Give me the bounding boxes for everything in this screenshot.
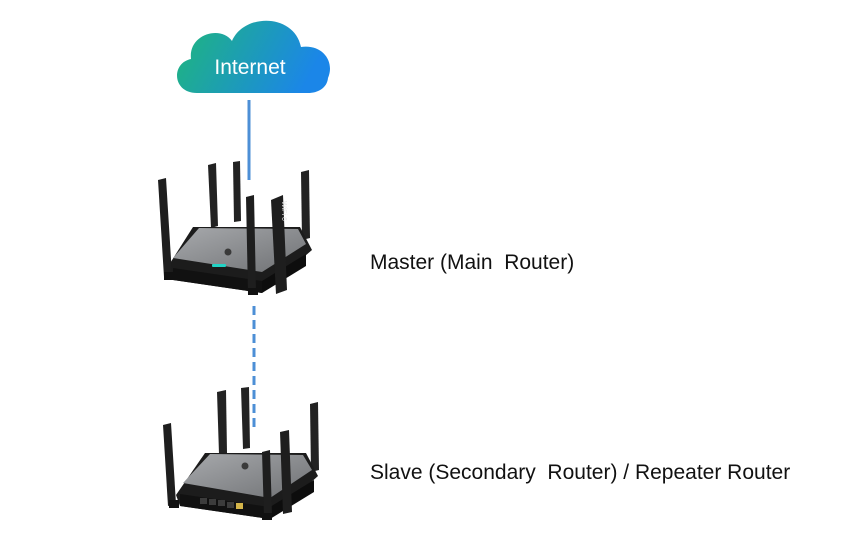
cloud-label: Internet <box>214 56 285 79</box>
wifi6-badge: WiFi 6 <box>280 201 287 221</box>
internet-cloud-icon: Internet <box>177 20 330 93</box>
slave-router-icon <box>163 387 319 520</box>
slave-router-label: Slave (Secondary Router) / Repeater Rout… <box>370 461 791 484</box>
master-router-icon: WiFi 6 <box>158 161 312 295</box>
master-router-label: Master (Main Router) <box>370 251 575 274</box>
